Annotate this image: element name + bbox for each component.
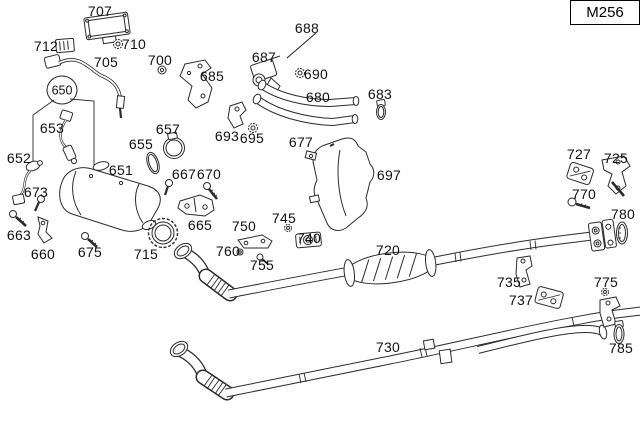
part-750-bracket-drawing: [237, 234, 273, 249]
part-712-connector-drawing: [55, 37, 75, 54]
part-700-washer-drawing: [157, 65, 167, 75]
part-655-gasket-drawing: [146, 151, 160, 175]
part-688-leader-line: [286, 32, 317, 59]
part-652-sensor-drawing: [12, 160, 43, 206]
part-740-mount-drawing: [295, 231, 322, 249]
part-780-clamp-drawing: [616, 221, 628, 245]
part-730-front-pipe-drawing: [169, 306, 640, 401]
part-695-nut-drawing: [248, 123, 258, 133]
part-745-nut-drawing: [284, 224, 292, 232]
engine-code-plate: M256: [570, 0, 640, 25]
part-735-bracket-drawing: [515, 255, 533, 288]
part-760-nut-drawing: [236, 248, 244, 256]
part-667-bolt-drawing: [163, 179, 173, 196]
part-657-clamp-drawing: [163, 131, 185, 159]
part-720-front-pipe-drawing: [173, 218, 617, 302]
part-675-bolt-drawing: [81, 232, 98, 248]
part-660-bracket-drawing: [37, 216, 53, 244]
part-651-catalytic-converter-drawing: [59, 161, 161, 232]
part-670-bolt-drawing: [203, 182, 219, 200]
part-715-clamp-ring-drawing: [147, 217, 179, 249]
part-653-sensor-drawing: [59, 109, 78, 165]
part-683-clamp-drawing: [376, 99, 386, 120]
part-690-nut-drawing: [295, 68, 305, 78]
part-685-bracket-drawing: [179, 59, 213, 109]
part-705-sensor-cable-drawing: [43, 54, 126, 119]
part-650-kit-callout-lines: [32, 98, 95, 170]
part-663-bolt-drawing: [9, 210, 27, 227]
engine-code: M256: [586, 4, 624, 21]
part-725-bracket-drawing: [601, 155, 631, 197]
part-755-bolt-drawing: [256, 253, 269, 265]
part-785-clamp-drawing: [613, 320, 625, 344]
part-737-rubber-mount-drawing: [534, 286, 564, 309]
part-707-control-unit-drawing: [83, 11, 131, 45]
part-775-bolt-bracket-drawing: [599, 288, 621, 328]
part-693-bracket-drawing: [227, 101, 247, 129]
part-680-pipe-drawing: [257, 79, 360, 108]
part-665-bracket-drawing: [177, 194, 215, 217]
part-677-pipe-drawing: [252, 93, 359, 127]
part-770-bolt-drawing: [567, 197, 591, 210]
part-697-heat-shield-drawing: [304, 137, 375, 231]
part-710-nut-drawing: [113, 39, 123, 49]
part-673-bolt-drawing: [33, 195, 45, 212]
part-727-rubber-mount-drawing: [566, 162, 594, 186]
